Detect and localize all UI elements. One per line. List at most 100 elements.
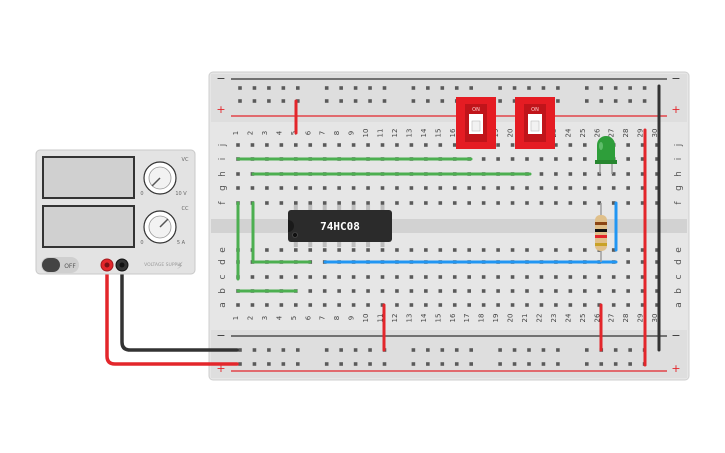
rail-hole[interactable] xyxy=(296,99,300,103)
hole[interactable] xyxy=(467,248,471,252)
hole[interactable] xyxy=(510,143,515,147)
hole[interactable] xyxy=(351,275,356,279)
rail-hole[interactable] xyxy=(469,86,473,90)
voltage-knob[interactable] xyxy=(143,161,177,195)
hole[interactable] xyxy=(424,143,428,147)
rail-hole[interactable] xyxy=(411,362,416,366)
hole[interactable] xyxy=(510,275,515,279)
hole[interactable] xyxy=(409,201,414,205)
rail-hole[interactable] xyxy=(454,86,459,90)
wire-red-supply[interactable] xyxy=(105,264,239,366)
rail-hole[interactable] xyxy=(527,362,531,366)
rail-hole[interactable] xyxy=(512,348,517,352)
rail-hole[interactable] xyxy=(585,99,589,103)
hole[interactable] xyxy=(640,248,645,252)
hole[interactable] xyxy=(467,303,471,307)
hole[interactable] xyxy=(583,143,587,147)
hole[interactable] xyxy=(626,303,630,307)
hole[interactable] xyxy=(640,275,645,279)
hole[interactable] xyxy=(655,143,659,147)
rail-hole[interactable] xyxy=(238,99,242,103)
rail-hole[interactable] xyxy=(238,362,242,366)
hole[interactable] xyxy=(322,275,327,279)
hole[interactable] xyxy=(655,157,659,161)
hole[interactable] xyxy=(481,275,486,279)
hole[interactable] xyxy=(452,201,457,205)
hole[interactable] xyxy=(597,303,602,307)
hole[interactable] xyxy=(279,186,284,190)
rail-hole[interactable] xyxy=(642,86,647,90)
hole[interactable] xyxy=(510,186,515,190)
hole[interactable] xyxy=(640,260,645,264)
hole[interactable] xyxy=(655,186,659,190)
hole[interactable] xyxy=(322,289,327,293)
rail-hole[interactable] xyxy=(252,99,257,103)
rail-hole[interactable] xyxy=(238,348,242,352)
rail-hole[interactable] xyxy=(281,99,286,103)
hole[interactable] xyxy=(611,289,616,293)
hole[interactable] xyxy=(611,303,616,307)
rail-hole[interactable] xyxy=(512,86,517,90)
hole[interactable] xyxy=(380,201,385,205)
hole[interactable] xyxy=(236,172,240,176)
hole[interactable] xyxy=(467,275,471,279)
hole[interactable] xyxy=(322,303,327,307)
rail-hole[interactable] xyxy=(353,348,358,352)
rail-hole[interactable] xyxy=(585,362,589,366)
power-toggle[interactable]: OFF xyxy=(41,257,79,273)
rail-hole[interactable] xyxy=(498,362,502,366)
rail-hole[interactable] xyxy=(339,362,343,366)
rail-hole[interactable] xyxy=(339,99,343,103)
rail-hole[interactable] xyxy=(324,348,329,352)
rail-hole[interactable] xyxy=(498,348,502,352)
hole[interactable] xyxy=(655,172,659,176)
hole[interactable] xyxy=(481,157,486,161)
hole[interactable] xyxy=(337,186,341,190)
hole[interactable] xyxy=(640,303,645,307)
hole[interactable] xyxy=(626,275,630,279)
hole[interactable] xyxy=(510,201,515,205)
hole[interactable] xyxy=(525,289,529,293)
hole[interactable] xyxy=(250,143,255,147)
hole[interactable] xyxy=(380,248,385,252)
hole[interactable] xyxy=(640,172,645,176)
hole[interactable] xyxy=(265,143,269,147)
rail-hole[interactable] xyxy=(426,99,430,103)
current-knob[interactable] xyxy=(143,210,177,244)
rail-hole[interactable] xyxy=(252,86,257,90)
hole[interactable] xyxy=(322,186,327,190)
rail-hole[interactable] xyxy=(252,348,257,352)
rail-hole[interactable] xyxy=(382,86,387,90)
hole[interactable] xyxy=(279,248,284,252)
rail-hole[interactable] xyxy=(556,348,560,352)
hole[interactable] xyxy=(294,143,298,147)
hole[interactable] xyxy=(452,143,457,147)
hole[interactable] xyxy=(583,172,587,176)
rail-hole[interactable] xyxy=(339,348,343,352)
hole[interactable] xyxy=(409,143,414,147)
hole[interactable] xyxy=(583,289,587,293)
rail-hole[interactable] xyxy=(556,99,560,103)
rail-hole[interactable] xyxy=(541,362,546,366)
rail-hole[interactable] xyxy=(599,99,604,103)
hole[interactable] xyxy=(366,201,370,205)
switch-2[interactable]: ON xyxy=(515,97,555,149)
hole[interactable] xyxy=(539,201,544,205)
hole[interactable] xyxy=(250,303,255,307)
hole[interactable] xyxy=(640,186,645,190)
hole[interactable] xyxy=(366,143,370,147)
hole[interactable] xyxy=(655,303,659,307)
hole[interactable] xyxy=(640,201,645,205)
rail-hole[interactable] xyxy=(368,362,372,366)
rail-hole[interactable] xyxy=(440,348,445,352)
hole[interactable] xyxy=(525,186,529,190)
hole[interactable] xyxy=(395,143,399,147)
hole[interactable] xyxy=(351,248,356,252)
hole[interactable] xyxy=(308,303,313,307)
hole[interactable] xyxy=(424,303,428,307)
rail-hole[interactable] xyxy=(252,362,257,366)
rail-hole[interactable] xyxy=(454,362,459,366)
rail-hole[interactable] xyxy=(628,362,632,366)
hole[interactable] xyxy=(597,289,602,293)
hole[interactable] xyxy=(496,303,500,307)
